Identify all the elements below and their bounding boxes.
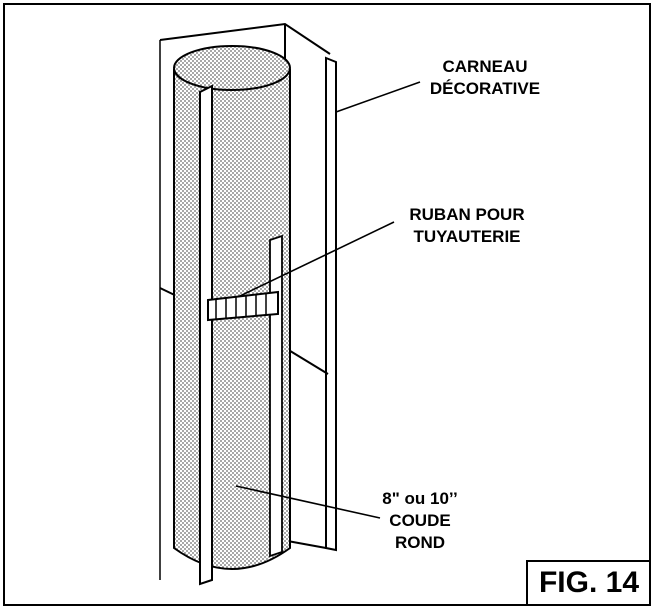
label-coude-line3: ROND — [394, 533, 446, 552]
label-ruban-tuyauterie: RUBAN POUR TUYAUTERIE — [378, 204, 556, 248]
leader-coude — [235, 485, 381, 519]
leader-ruban — [239, 221, 395, 297]
leader-carneau — [335, 81, 421, 113]
label-ruban-line1: RUBAN POUR — [409, 205, 525, 224]
label-carneau-line2: DÉCORATIVE — [429, 79, 541, 98]
label-carneau-line1: CARNEAU — [442, 57, 528, 76]
fig-label-box — [526, 560, 650, 606]
pipe-tape-segments — [215, 294, 267, 319]
figure-border — [3, 3, 651, 606]
label-coude-line2: COUDE — [389, 511, 451, 530]
label-coude-rond: 8" ou 10’’ COUDE ROND — [375, 488, 465, 554]
pipe-top-opening — [173, 45, 291, 91]
decorative-panel-front-right — [269, 234, 283, 558]
decorative-panel-left — [199, 84, 213, 586]
label-carneau-decorative: CARNEAU DÉCORATIVE — [420, 56, 550, 100]
decorative-panel-right — [325, 56, 337, 552]
figure-number: FIG. 14 — [538, 566, 640, 599]
label-coude-line1: 8" ou 10’’ — [382, 489, 458, 508]
label-ruban-line2: TUYAUTERIE — [413, 227, 521, 246]
